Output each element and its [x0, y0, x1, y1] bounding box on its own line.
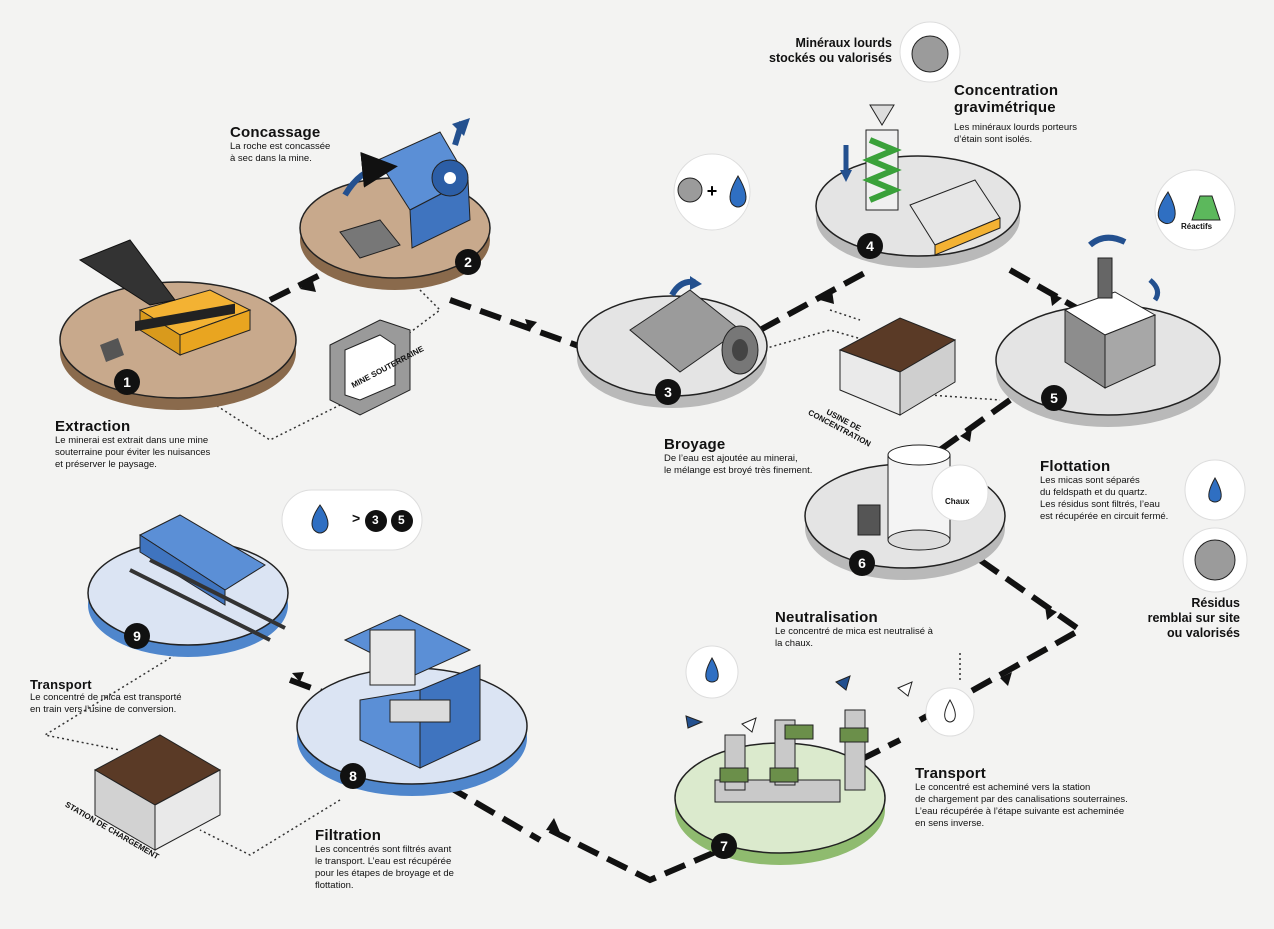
spiral-concentrator-illustration	[840, 104, 1001, 256]
process-flow-path	[268, 267, 1086, 884]
flotation-cell-illustration	[1063, 234, 1161, 389]
step-2-label: Concassage La roche est concassée à sec …	[230, 124, 380, 165]
step-3-title: Broyage	[664, 436, 726, 453]
step-7-number: 7	[720, 838, 728, 854]
step-6-title: Neutralisation	[775, 609, 878, 626]
step-1-label: Extraction Le minerai est extrait dans u…	[55, 418, 275, 471]
step-5-label: Flottation Les micas sont séparés du fel…	[1040, 458, 1200, 523]
step-8-badge: 8	[340, 763, 366, 789]
lime-bubble	[931, 464, 989, 522]
concentration-plant-illustration	[838, 317, 957, 416]
residues-recycle-bubble	[1182, 459, 1248, 593]
residues-label: Résidus remblai sur site ou valorisés	[1147, 596, 1240, 640]
heavy-minerals-bubble	[899, 21, 961, 83]
step-1-badge: 1	[114, 369, 140, 395]
step-9-badge: 9	[124, 623, 150, 649]
crusher-illustration	[339, 118, 471, 259]
step-7-badge: 7	[711, 833, 737, 859]
lime-label: Chaux	[945, 497, 970, 506]
water-return-bubble	[281, 489, 423, 551]
step-9-title: Transport	[30, 677, 92, 692]
step-2-number: 2	[464, 254, 472, 270]
step-8-label: Filtration Les concentrés sont filtrés a…	[315, 827, 495, 892]
heavy-minerals-label: Minéraux lourds stockés ou valorisés	[769, 36, 892, 65]
train-illustration	[129, 514, 286, 642]
step-1-number: 1	[123, 374, 131, 390]
step-2-badge: 2	[455, 249, 481, 275]
step-4-title: Concentration gravimétrique	[954, 82, 1059, 116]
step-2-title: Concassage	[230, 124, 321, 141]
water-return-step-5: 5	[398, 513, 405, 527]
water-return-step-3: 3	[372, 513, 379, 527]
flow-arrows	[292, 278, 1062, 832]
step-8-description: Les concentrés sont filtrés avant le tra…	[315, 844, 454, 891]
pipeline-illustration	[685, 675, 913, 803]
step-7-label: Transport Le concentré est acheminé vers…	[915, 765, 1175, 830]
grinding-mill-illustration	[629, 276, 759, 375]
step-8-title: Filtration	[315, 827, 382, 844]
step-9-number: 9	[133, 628, 141, 644]
step-4-badge: 4	[857, 233, 883, 259]
water-return-symbol: >	[352, 510, 361, 526]
step-4-description: Les minéraux lourds porteurs d’étain son…	[954, 122, 1078, 145]
step-1-title: Extraction	[55, 418, 131, 435]
svg-text:+: +	[707, 181, 718, 201]
broyage-input-bubble: +	[673, 153, 751, 231]
step-1-description: Le minerai est extrait dans une mine sou…	[55, 435, 211, 470]
step-6-badge: 6	[849, 550, 875, 576]
reagents-bubble	[1154, 169, 1236, 251]
excavator-illustration	[78, 239, 252, 362]
step-3-number: 3	[664, 384, 672, 400]
step-3-label: Broyage De l’eau est ajoutée au minerai,…	[664, 436, 864, 477]
step-9-label: Transport Le concentré de mica est trans…	[30, 677, 230, 716]
filter-press-illustration	[343, 614, 481, 769]
step-5-title: Flottation	[1040, 458, 1111, 475]
loading-station-illustration	[93, 734, 222, 851]
step-7-description: Le concentré est acheminé vers la statio…	[915, 782, 1128, 829]
step-6-number: 6	[858, 555, 866, 571]
step-9-description: Le concentré de mica est transporté en t…	[30, 692, 182, 715]
step-5-badge: 5	[1041, 385, 1067, 411]
step-2-description: La roche est concassée à sec dans la min…	[230, 141, 331, 164]
step-6-description: Le concentré de mica est neutralisé à la…	[775, 626, 933, 649]
mine-tunnel-illustration	[329, 319, 411, 416]
step-5-number: 5	[1050, 390, 1058, 406]
step-badges: 1 2 3 4 5 6 7 8 9	[114, 233, 1067, 859]
step-6-label: Neutralisation Le concentré de mica est …	[775, 609, 995, 650]
step-5-description: Les micas sont séparés du feldspath et d…	[1040, 475, 1169, 522]
pipeline-water-bubbles	[685, 645, 975, 737]
step-3-description: De l’eau est ajoutée au minerai, le méla…	[664, 453, 813, 476]
reagents-label: Réactifs	[1181, 222, 1213, 231]
step-4-label: Concentration gravimétrique Les minéraux…	[954, 82, 1134, 146]
step-4-number: 4	[866, 238, 874, 254]
step-8-number: 8	[349, 768, 357, 784]
step-7-title: Transport	[915, 765, 986, 782]
step-3-badge: 3	[655, 379, 681, 405]
